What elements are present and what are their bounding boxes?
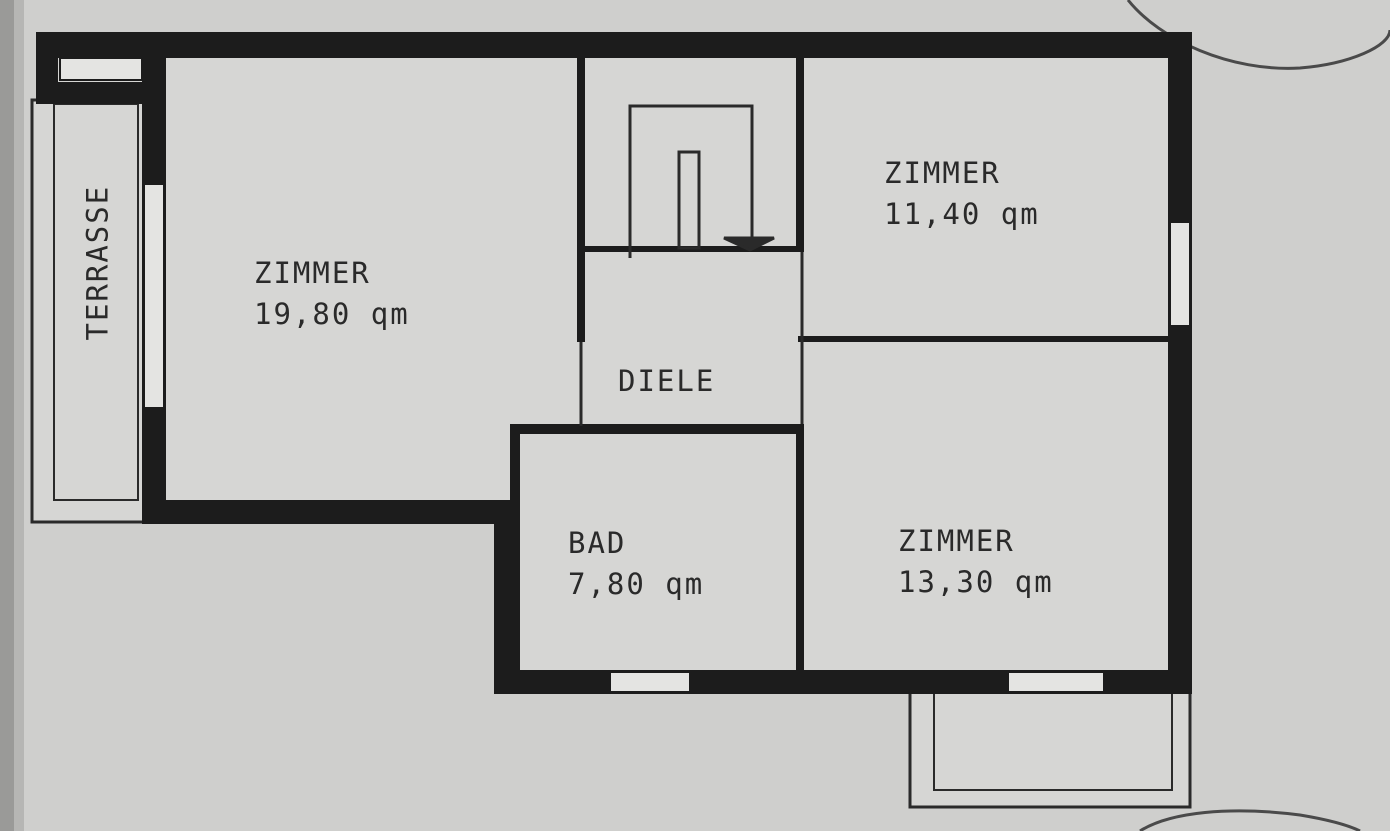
window-south-bath <box>609 671 691 693</box>
tree-outline-bottom-right <box>1139 809 1361 831</box>
interior-floor <box>40 36 1188 690</box>
windows <box>59 57 1191 693</box>
window-north-west <box>59 57 143 81</box>
room-se-name: ZIMMER <box>898 524 1015 558</box>
balcony-outline <box>908 688 1192 809</box>
room-se-area: 13,30 qm <box>898 565 1054 599</box>
room-ne-name: ZIMMER <box>884 156 1001 190</box>
living-room-name: ZIMMER <box>254 256 371 290</box>
bath-name: BAD <box>568 526 627 560</box>
living-room-area: 19,80 qm <box>254 297 410 331</box>
stair-symbol <box>628 104 775 258</box>
bath-area: 7,80 qm <box>568 567 705 601</box>
window-west <box>143 183 165 409</box>
paper-left-grain <box>14 0 24 831</box>
window-south-room <box>1007 671 1105 693</box>
tree-outline-top-right <box>1126 0 1390 70</box>
terrace-outline <box>30 98 146 524</box>
window-east <box>1169 221 1191 327</box>
balcony-inner-line <box>933 690 1173 791</box>
stair-arrow-icon <box>723 236 775 252</box>
room-ne-area: 11,40 qm <box>884 197 1040 231</box>
thin-partitions <box>579 252 804 426</box>
paper-left-edge <box>0 0 14 831</box>
terrace-label: TERRASSE <box>80 184 115 341</box>
exterior-walls <box>36 32 1192 694</box>
hall-label: DIELE <box>618 364 716 398</box>
